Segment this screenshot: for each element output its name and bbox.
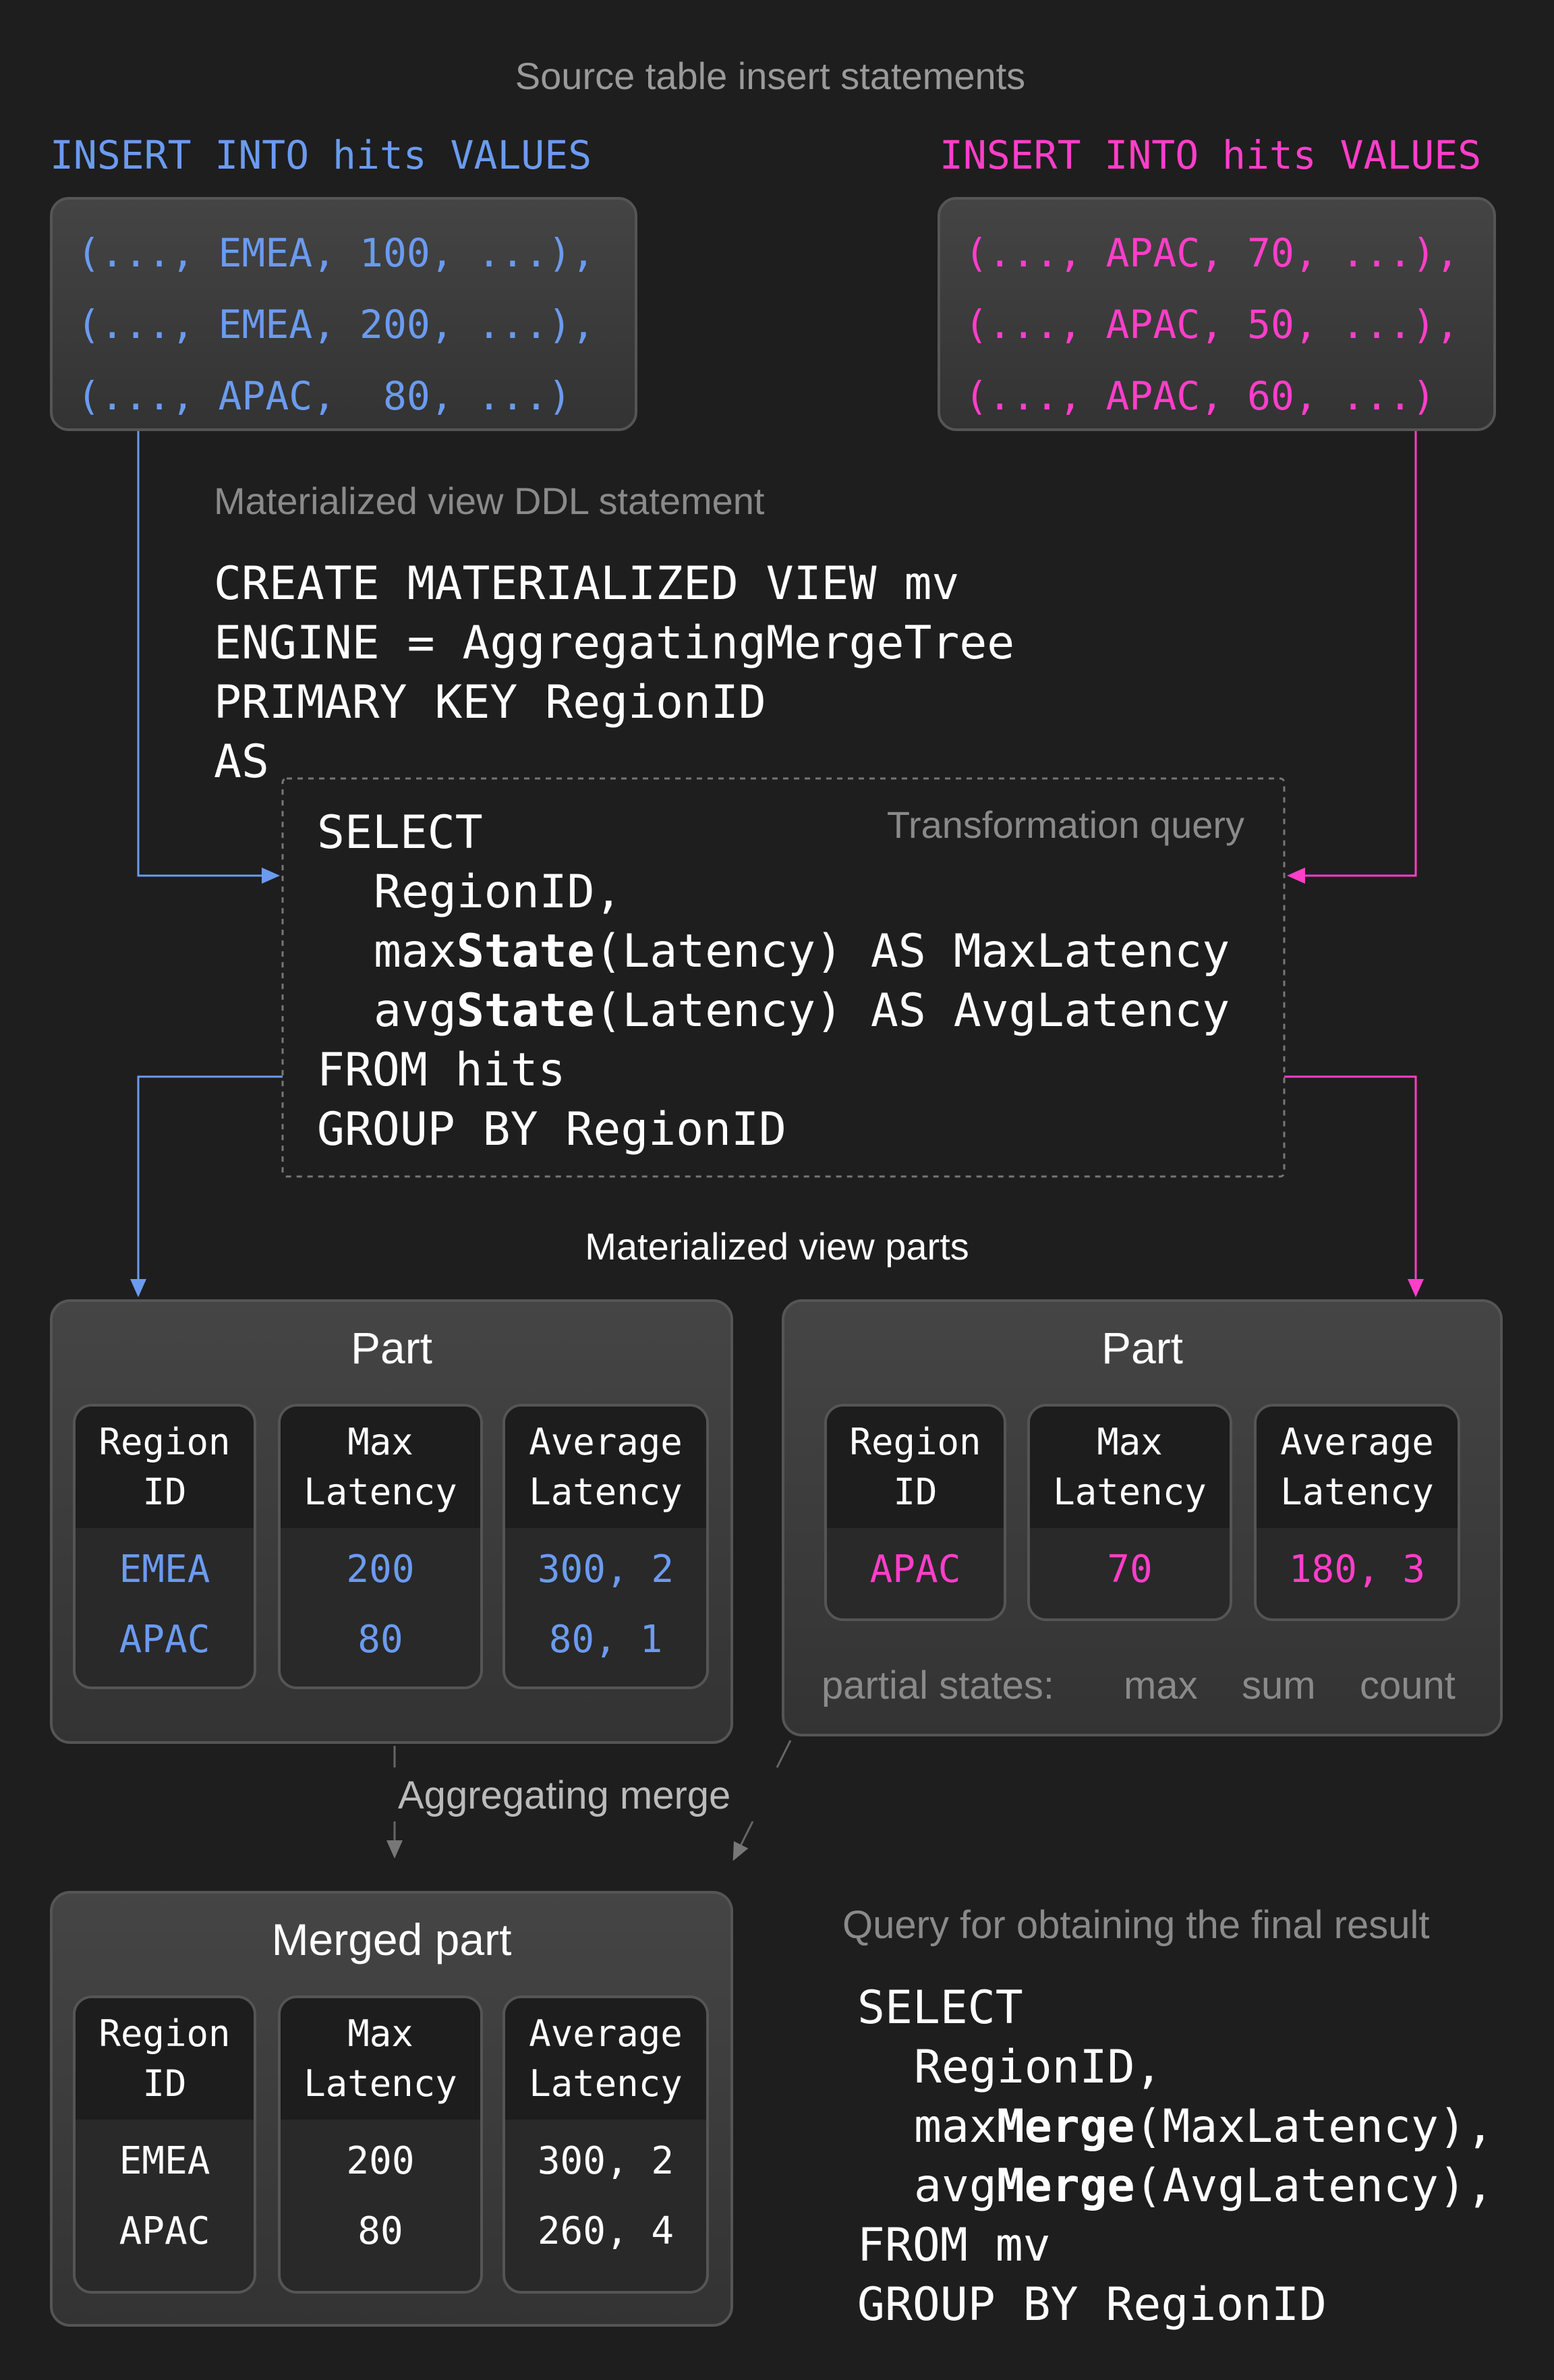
insert-row: (..., APAC, 80, ...) (77, 373, 572, 419)
code-line: RegionID, (374, 866, 623, 919)
code-line: GROUP BY RegionID (857, 2278, 1327, 2331)
cell: 200 (346, 2139, 415, 2183)
parts-title: Materialized view parts (585, 1225, 969, 1268)
left-insert-box: (..., EMEA, 100, ...), (..., EMEA, 200, .… (50, 197, 637, 431)
pink-arrow-out (1284, 1075, 1424, 1297)
code-line: maxMerge(MaxLatency), (914, 2100, 1494, 2153)
blue-arrow-in (137, 431, 280, 884)
code-line: avgState(Latency) AS AvgLatency (374, 984, 1230, 1038)
final-query-code: SELECT RegionID, maxMerge(MaxLatency), avgM… (857, 1979, 1494, 2335)
ddl-title: Materialized view DDL statement (214, 480, 765, 522)
cell: EMEA (119, 1548, 210, 1591)
code-line: FROM mv (857, 2219, 1051, 2272)
cell: APAC (119, 2209, 210, 2253)
code-line: GROUP BY RegionID (317, 1103, 786, 1156)
insert-row: (..., APAC, 70, ...), (965, 230, 1460, 276)
code-line: avgMerge(AvgLatency), (914, 2159, 1494, 2213)
code-line: PRIMARY KEY RegionID (214, 676, 766, 729)
partial-state-sum: sum (1242, 1664, 1316, 1707)
code-line: ENGINE = AggregatingMergeTree (214, 617, 1015, 670)
cell: 300, 2 (537, 2139, 674, 2183)
cell: 260, 4 (537, 2209, 674, 2253)
blue-arrow-out (130, 1075, 283, 1297)
insert-row: (..., APAC, 50, ...), (965, 302, 1460, 347)
cell: 180, 3 (1288, 1548, 1426, 1591)
insert-row: (..., APAC, 60, ...) (965, 373, 1436, 419)
cell: 80, 1 (548, 1618, 663, 1662)
code-line: AS (214, 735, 269, 789)
ddl-code: CREATE MATERIALIZED VIEW mv ENGINE = Aggr… (214, 555, 1014, 792)
code-line: SELECT (317, 806, 483, 859)
cell: APAC (869, 1548, 961, 1591)
source-title: Source table insert statements (515, 55, 1026, 97)
final-query-title: Query for obtaining the final result (842, 1903, 1430, 1947)
code-line: CREATE MATERIALIZED VIEW mv (214, 557, 960, 611)
partial-state-count: count (1360, 1664, 1456, 1707)
cell: EMEA (119, 2139, 210, 2183)
transformation-query-frame (281, 777, 1286, 1178)
cell: 300, 2 (537, 1548, 674, 1591)
cell: APAC (119, 1618, 210, 1662)
insert-row: (..., EMEA, 200, ...), (77, 302, 596, 347)
part-title: Part (1101, 1323, 1184, 1373)
pink-arrow-in (1287, 431, 1417, 884)
insert-row: (..., EMEA, 100, ...), (77, 230, 596, 276)
cell: 80 (357, 1618, 403, 1662)
partial-state-max: max (1124, 1664, 1198, 1707)
cell: 70 (1107, 1548, 1153, 1591)
transformation-query-label: Transformation query (886, 803, 1244, 846)
transformation-query-code: SELECT RegionID, maxState(Latency) AS MaxL… (317, 803, 1230, 1160)
aggregating-merge-label: Aggregating merge (398, 1774, 731, 1817)
right-insert-heading: INSERT INTO hits VALUES (940, 132, 1482, 178)
cell: 200 (346, 1548, 415, 1591)
code-line: FROM hits (317, 1044, 566, 1097)
code-line: RegionID, (914, 2041, 1163, 2094)
code-line: maxState(Latency) AS MaxLatency (374, 925, 1230, 978)
part-title: Merged part (271, 1915, 512, 1964)
right-insert-box: (..., APAC, 70, ...), (..., APAC, 50, ...… (938, 197, 1496, 431)
left-insert-heading: INSERT INTO hits VALUES (50, 132, 592, 178)
code-line: SELECT (857, 1981, 1023, 2035)
partial-states-label: partial states: (822, 1664, 1054, 1707)
cell: 80 (357, 2209, 403, 2253)
part-title: Part (350, 1323, 433, 1373)
merge-arrow-right (732, 1821, 754, 1861)
merge-line-right-top (776, 1740, 792, 1768)
